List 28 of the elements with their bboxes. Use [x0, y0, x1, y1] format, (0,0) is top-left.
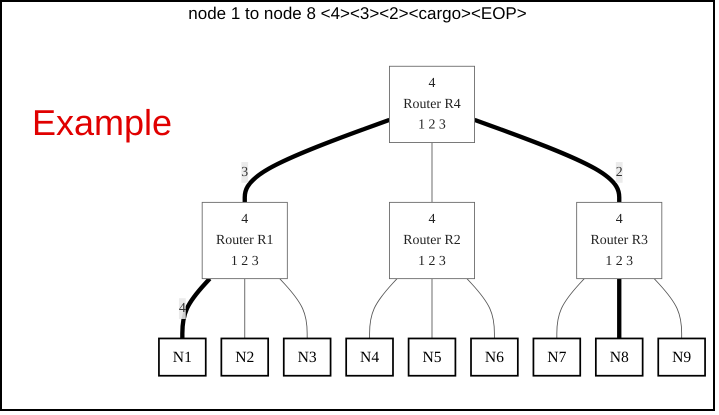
node-box: 4 Router R1 1 2 3	[202, 202, 288, 280]
connector	[279, 278, 308, 339]
node-box: N8	[594, 338, 644, 377]
node-box: N7	[532, 338, 582, 377]
node-box: 4 Router R2 1 2 3	[389, 202, 475, 280]
edge-label: 3	[241, 164, 248, 180]
node-box: 4 Router R4 1 2 3	[389, 66, 475, 143]
connector	[244, 278, 246, 339]
node-box: N4	[345, 338, 394, 377]
node-box: N5	[408, 338, 456, 377]
heading-text: Example	[32, 102, 172, 144]
connector	[466, 278, 495, 339]
connector	[474, 118, 622, 202]
connector	[242, 118, 390, 202]
node-box: N1	[158, 338, 207, 377]
node-box: N2	[220, 338, 270, 377]
connector	[654, 278, 682, 339]
node-box: N3	[282, 338, 332, 377]
connector	[180, 277, 212, 338]
connector	[556, 278, 585, 339]
node-box: N9	[657, 338, 706, 377]
connector	[617, 278, 622, 338]
edge-label: 4	[178, 300, 186, 316]
node-box: 4 Router R3 1 2 3	[576, 202, 662, 280]
edge-label: 2	[616, 164, 623, 180]
node-box: N6	[470, 338, 519, 377]
title: node 1 to node 8 <4><3><2><cargo><EOP>	[187, 4, 528, 24]
connector	[369, 278, 398, 339]
